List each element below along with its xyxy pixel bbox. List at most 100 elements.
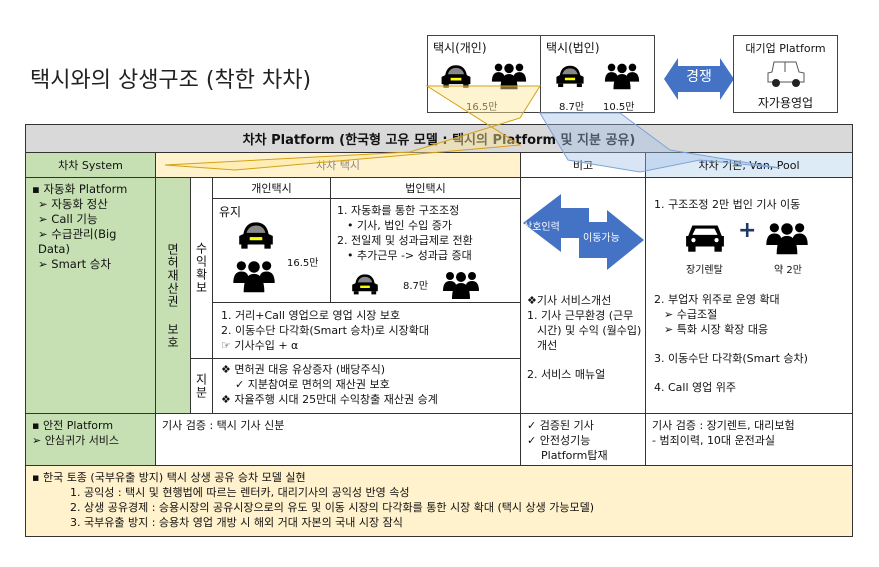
corporate-driver-count: 10.5만 [603, 102, 635, 113]
corp-line: • 기사, 법인 수입 증가 [347, 219, 452, 232]
equity-line: ✓ 지분참여로 면허의 재산권 보호 [235, 378, 390, 391]
safety-note-line: ✓ 검증된 기사 [527, 419, 594, 432]
arrow-right-label: 이동가능 [583, 233, 620, 244]
system-item: ➢ Smart 승차 [38, 257, 111, 271]
arrow-left-label: 상호인력 [523, 222, 560, 233]
corporate-taxi-content: 1. 자동화를 통한 구조조정 • 기사, 법인 수입 증가 2. 전일제 및 … [330, 198, 521, 303]
revenue-label: 수익확보 [190, 177, 213, 359]
col-taxi-text: 차차 택시 [316, 159, 360, 172]
personal-taxi-box: 택시(개인) 16.5만 [427, 35, 541, 113]
license-text: 면허재산권 보호 [165, 242, 180, 349]
note-line: 2. 서비스 매뉴얼 [527, 368, 606, 381]
plus-icon: + [738, 218, 757, 243]
system-item: ▪ 자동화 Platform [32, 182, 128, 196]
equity-content: ❖ 면허권 대응 유상증자 (배당주식) ✓ 지분참여로 면허의 재산권 보호 … [212, 358, 521, 414]
corporate-car-count: 8.7만 [559, 102, 585, 113]
bidirectional-arrow-icon [523, 194, 644, 270]
personal-taxi-content: 유지 16.5만 [212, 198, 331, 303]
corp-count: 8.7만 [403, 281, 429, 292]
col-taxi: 차차 택시 [155, 152, 521, 178]
corporate-taxi-header: 법인택시 [330, 177, 521, 199]
people-icon [603, 60, 641, 90]
equity-line: ❖ 자율주행 시대 25만대 수익창출 재산권 승계 [221, 393, 438, 406]
safety-note-line: ✓ 안전성기능 Platform탑재 [527, 434, 608, 462]
safety-item: ➢ 안심귀가 서비스 [32, 434, 120, 447]
revenue-line: 1. 거리+Call 영업으로 영업 시장 보호 [221, 309, 401, 322]
bigcorp-label: 대기업 Platform [745, 42, 826, 55]
basic-line: ➢ 수급조절 [664, 308, 718, 321]
rental-label: 장기렌탈 [686, 265, 723, 276]
people-icon [441, 269, 481, 299]
basic-content: 1. 구조조정 2만 법인 기사 이동 + 장기렌탈 약 2만 2. 부업자 위… [645, 177, 853, 414]
competition-arrow-icon [664, 58, 734, 100]
system-item: ➢ 자동화 정산 [38, 197, 108, 211]
safety-basic-line: - 범죄이력, 10대 운전과실 [652, 434, 776, 447]
revenue-line: ☞ 기사수입 + α [221, 339, 299, 352]
basic-line: 1. 구조조정 2만 법인 기사 이동 [654, 198, 801, 211]
safety-basic-line: 기사 검증 : 장기렌트, 대리보험 [652, 419, 795, 432]
revenue-line: 2. 이동수단 다각화(Smart 승차)로 시장확대 [221, 324, 430, 337]
note-line: 1. 기사 근무환경 (근무시간) 및 수익 (월수입) 개선 [527, 309, 642, 352]
people-icon [490, 60, 528, 90]
bigcorp-sub: 자가용영업 [757, 96, 814, 110]
basic-line: 3. 이동수단 다각화(Smart 승차) [654, 352, 808, 365]
col-note-text: 비고 [572, 159, 594, 172]
car-icon [684, 220, 726, 254]
bottom-item: 1. 공익성 : 택시 및 현행법에 따르는 렌터카, 대리기사의 공익성 반영… [70, 486, 410, 499]
col-system-text: 차차 System [58, 159, 123, 172]
competition-label: 경쟁 [686, 69, 712, 85]
taxi-icon [553, 62, 587, 90]
taxi-icon [349, 271, 381, 297]
personal-taxi-count: 16.5만 [466, 102, 498, 113]
col-basic-text: 차차 기본, Van, Pool [698, 159, 800, 172]
corp-line: 1. 자동화를 통한 구조조정 [337, 204, 460, 217]
page-title: 택시와의 상생구조 (착한 차차) [30, 68, 312, 93]
personal-taxi-header-text: 개인택시 [251, 182, 292, 195]
note-line: ❖기사 서비스개선 [527, 294, 612, 307]
safety-taxi-text: 기사 검증 : 택시 기사 신분 [162, 419, 285, 432]
personal-count: 16.5만 [287, 258, 319, 269]
bigcorp-box: 대기업 Platform 자가용영업 [733, 35, 838, 113]
safety-basic: 기사 검증 : 장기렌트, 대리보험 - 범죄이력, 10대 운전과실 [645, 413, 853, 466]
corp-line: • 추가근무 -> 성과급 증대 [347, 249, 472, 262]
basic-line: ➢ 특화 시장 확장 대응 [664, 323, 769, 336]
system-item: ➢ 수급관리(Big Data) [38, 227, 117, 256]
personal-taxi-label: 택시(개인) [433, 41, 487, 55]
license-protection: 면허재산권 보호 [155, 177, 191, 414]
corporate-taxi-box: 택시(법인) 8.7만 10.5만 [540, 35, 655, 113]
basic-line: 2. 부업자 위주로 운영 확대 [654, 293, 780, 306]
equity-line: ❖ 면허권 대응 유상증자 (배당주식) [221, 363, 385, 376]
safety-taxi: 기사 검증 : 택시 기사 신분 [155, 413, 521, 466]
taxi-icon [235, 219, 277, 251]
system-features: ▪ 자동화 Platform ➢ 자동화 정산 ➢ Call 기능 ➢ 수급관리… [25, 177, 156, 414]
suv-icon [767, 61, 805, 87]
system-item: ➢ Call 기능 [38, 212, 98, 226]
personal-taxi-header: 개인택시 [212, 177, 331, 199]
bottom-item: 3. 국부유출 방지 : 승용차 영업 개방 시 해외 거대 자본의 국내 시장… [70, 516, 403, 529]
table-header: 차차 Platform (한국형 고유 모델 : 택시의 Platform 및 … [25, 124, 853, 153]
col-system: 차차 System [25, 152, 156, 178]
corporate-taxi-header-text: 법인택시 [405, 182, 446, 195]
bottom-item: 2. 상생 공유경제 : 승용시장의 공유시장으로의 유도 및 이동 시장의 다… [70, 501, 595, 514]
approx-label: 약 2만 [774, 265, 802, 276]
equity-label: 지분 [190, 358, 213, 414]
col-basic: 차차 기본, Van, Pool [645, 152, 853, 178]
people-icon [231, 255, 277, 295]
safety-note: ✓ 검증된 기사 ✓ 안전성기능 Platform탑재 [520, 413, 646, 466]
safety-item: ▪ 안전 Platform [32, 419, 114, 432]
bottom-summary: ▪ 한국 토종 (국부유출 방지) 택시 상생 공유 승차 모델 실현 1. 공… [25, 465, 853, 537]
taxi-icon [438, 62, 474, 90]
keep-text: 유지 [219, 205, 242, 219]
people-icon [764, 218, 810, 256]
safety-platform: ▪ 안전 Platform ➢ 안심귀가 서비스 [25, 413, 156, 466]
table-header-text: 차차 Platform (한국형 고유 모델 : 택시의 Platform 및 … [242, 133, 636, 148]
basic-line: 4. Call 영업 위주 [654, 381, 736, 394]
note-content: 상호인력 이동가능 ❖기사 서비스개선 1. 기사 근무환경 (근무시간) 및 … [520, 177, 646, 414]
corporate-taxi-label: 택시(법인) [546, 41, 600, 55]
corp-line: 2. 전일제 및 성과급제로 전환 [337, 234, 473, 247]
revenue-text: 수익확보 [194, 242, 208, 294]
revenue-summary: 1. 거리+Call 영업으로 영업 시장 보호 2. 이동수단 다각화(Sma… [212, 302, 521, 359]
equity-text: 지분 [194, 373, 208, 399]
col-note: 비고 [520, 152, 646, 178]
bottom-title: ▪ 한국 토종 (국부유출 방지) 택시 상생 공유 승차 모델 실현 [32, 471, 306, 484]
